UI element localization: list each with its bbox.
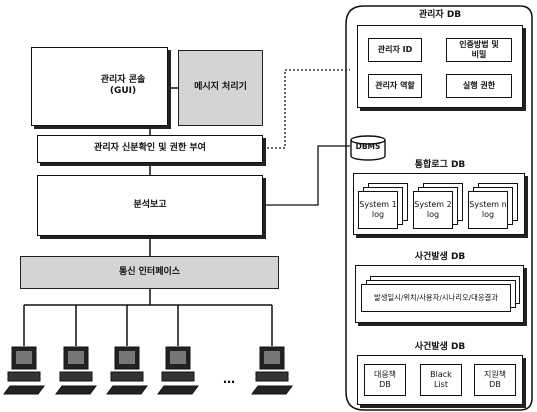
event-db-title: 사건발생 DB: [395, 252, 485, 263]
log-system-2: System 2 log: [413, 191, 453, 229]
dbms-label: DBMS: [351, 142, 385, 151]
analysis-report-box: 분석보고: [37, 175, 263, 236]
black-list: Black List: [420, 364, 462, 396]
admin-db-title: 관리자 DB: [395, 10, 485, 21]
log-db-title: 통합로그 DB: [395, 160, 485, 171]
computer-terminal-icon: [158, 347, 198, 394]
terminal-icons: [4, 347, 292, 394]
event-record: 발생일시/위치/사용자/시나리오/대응결과: [361, 284, 511, 312]
computer-terminal-icon: [56, 347, 96, 394]
auth-method-field: 인증방법 및 비밀: [446, 38, 512, 62]
response-db: 대응책 DB: [364, 364, 406, 396]
exec-rights-field: 실행 권한: [446, 74, 512, 98]
computer-terminal-icon: [107, 347, 147, 394]
computer-terminal-icon: [252, 347, 292, 394]
admin-console-label: 관리자 콘솔 (GUI): [80, 68, 166, 104]
terminal-ellipsis: …: [217, 372, 241, 387]
support-db: 지원책 DB: [474, 364, 516, 396]
message-processor-box: 메시지 처리기: [178, 50, 263, 126]
admin-id-field: 관리자 ID: [368, 38, 422, 62]
computer-terminal-icon: [4, 347, 44, 394]
log-system-n: System n log: [468, 191, 508, 229]
comm-interface-box: 통신 인터페이스: [20, 256, 279, 289]
event-db2-title: 사건발생 DB: [395, 342, 485, 353]
log-system-1: System 1 log: [358, 191, 398, 229]
auth-box: 관리자 신분확인 및 권한 부여: [37, 135, 263, 163]
admin-role-field: 관리자 역할: [368, 74, 422, 98]
